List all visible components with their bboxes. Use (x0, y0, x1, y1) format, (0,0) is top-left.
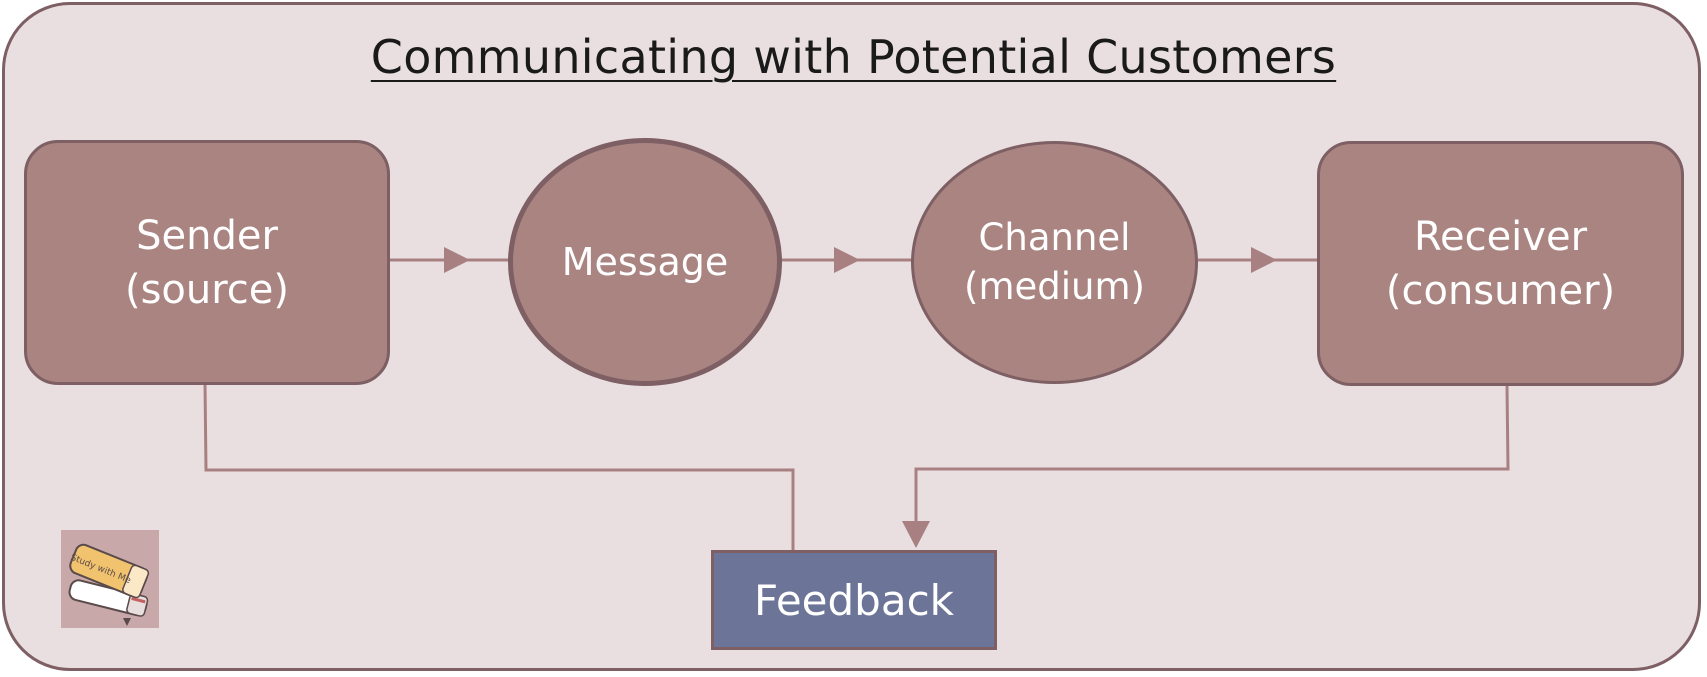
feedback-node: Feedback (711, 550, 997, 650)
books-icon: Study with Me (68, 543, 150, 626)
receiver-label: Receiver (consumer) (1385, 213, 1616, 314)
arrowhead-to-message (444, 247, 470, 273)
sender-to-feedback-line (203, 383, 795, 550)
diagram-title: Communicating with Potential Customers (370, 30, 1337, 84)
channel-node: Channel (medium) (911, 141, 1198, 384)
message-node: Message (508, 138, 782, 386)
arrowhead-to-receiver (1251, 247, 1277, 273)
channel-label: Channel (medium) (964, 216, 1145, 308)
feedback-label: Feedback (753, 575, 954, 625)
receiver-node: Receiver (consumer) (1317, 141, 1684, 386)
arrowhead-to-channel (834, 247, 860, 273)
sender-label: Sender (source) (124, 212, 290, 313)
receiver-to-feedback-line (914, 385, 1510, 522)
arrowhead-to-feedback (902, 521, 930, 548)
sender-node: Sender (source) (24, 140, 390, 385)
study-books-logo: Study with Me (61, 530, 159, 628)
message-label: Message (561, 240, 729, 284)
